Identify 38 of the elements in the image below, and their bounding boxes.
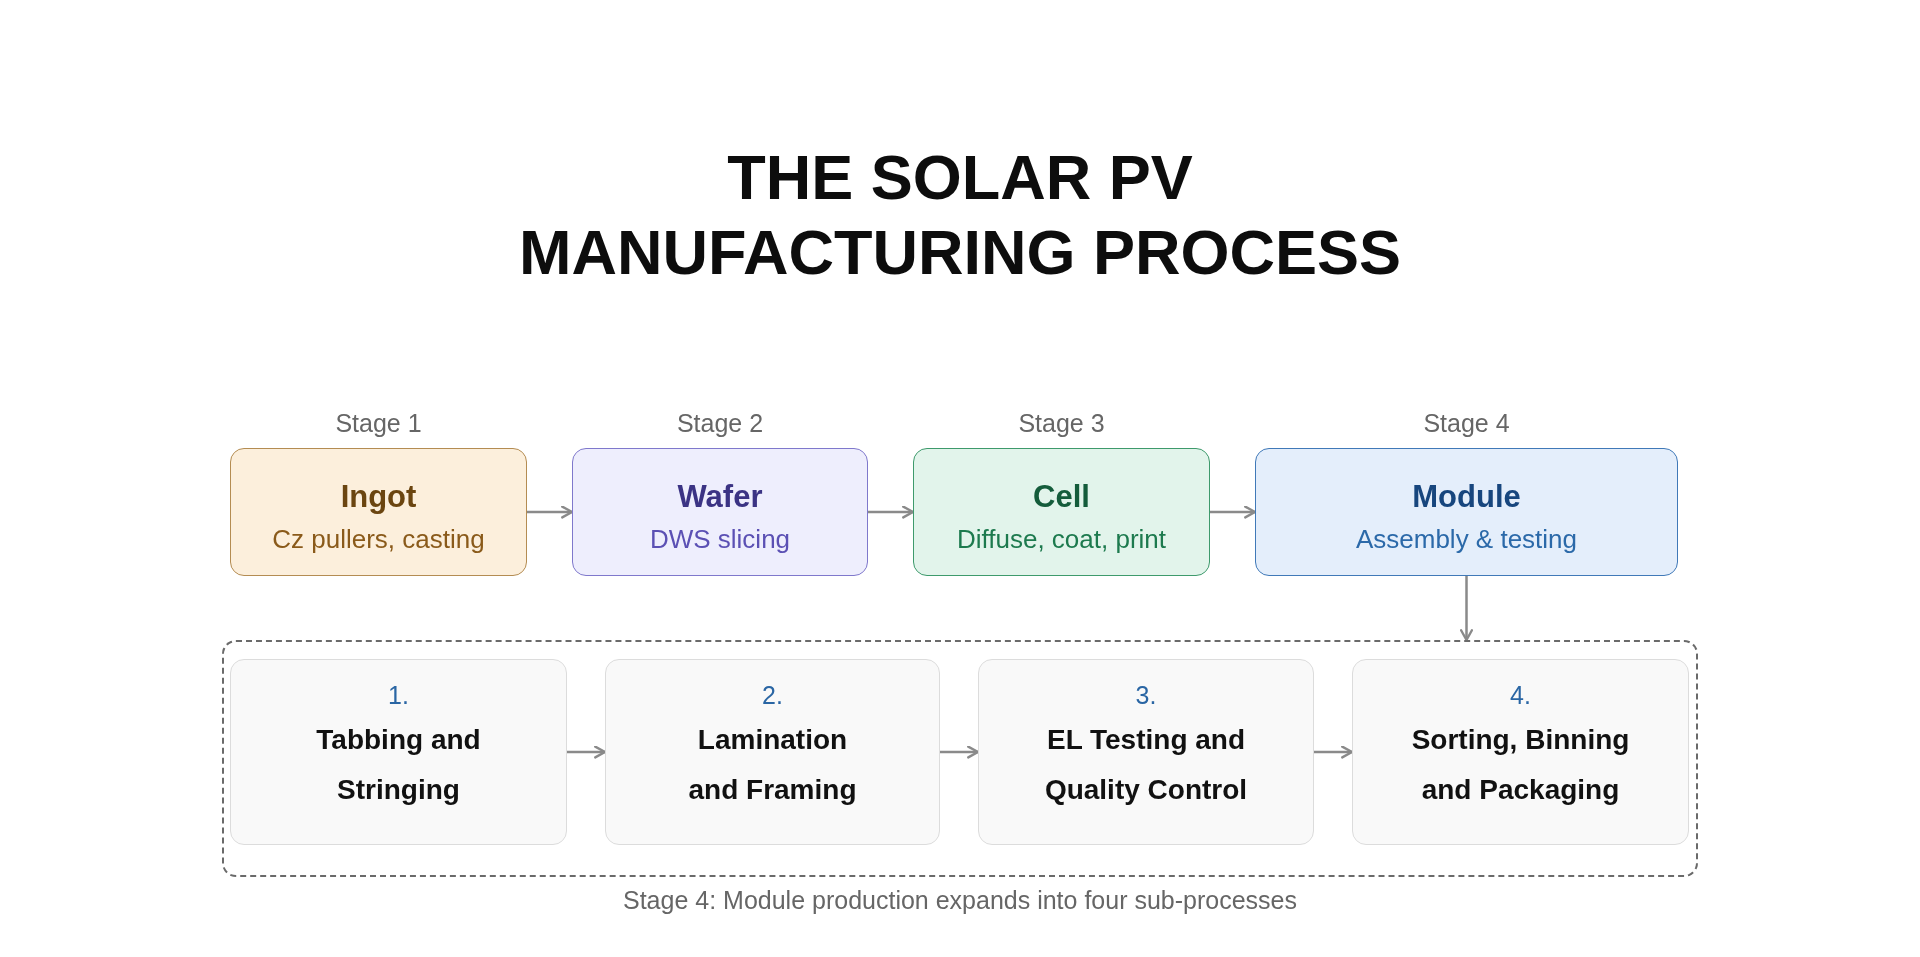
step-title: EL Testing and Quality Control (1043, 723, 1249, 807)
stage-label: Stage 2 (676, 408, 764, 438)
arrow (1314, 745, 1354, 759)
stage-box (230, 448, 527, 576)
group-caption: Stage 4: Module production expands into four sub-processes (623, 885, 1297, 915)
stage-box (572, 448, 868, 576)
arrow (527, 505, 574, 519)
stage-name: Wafer (677, 478, 763, 516)
diagram-title: THE SOLAR PV MANUFACTURING PROCESS (518, 141, 1402, 289)
arrow (1459, 576, 1474, 642)
step-box (605, 659, 940, 845)
step-box (230, 659, 567, 845)
arrow (567, 745, 607, 759)
step-number: 4. (1510, 680, 1531, 711)
stage-box (1255, 448, 1678, 576)
stage-label: Stage 1 (335, 408, 422, 438)
stage-description: DWS slicing (649, 523, 791, 556)
stage-description: Assembly & testing (1355, 523, 1578, 556)
step-number: 1. (388, 680, 409, 711)
stage-label: Stage 3 (1018, 408, 1105, 438)
stage-name: Module (1412, 478, 1521, 516)
step-number: 3. (1135, 680, 1157, 711)
stage-name: Ingot (340, 478, 417, 516)
step-box (1352, 659, 1689, 845)
stage-box (913, 448, 1210, 576)
arrow (1210, 505, 1257, 519)
stage-description: Diffuse, coat, print (956, 523, 1167, 556)
step-title: Lamination and Framing (687, 723, 858, 807)
stage-description: Cz pullers, casting (272, 523, 485, 556)
arrow (940, 745, 980, 759)
step-number: 2. (762, 680, 783, 711)
step-box (978, 659, 1314, 845)
dashed-group-frame (222, 640, 1698, 877)
stage-name: Cell (1033, 478, 1090, 516)
stage-label: Stage 4 (1423, 408, 1510, 438)
arrow (868, 505, 915, 519)
step-title: Tabbing and Stringing (315, 723, 482, 807)
step-title: Sorting, Binning and Packaging (1410, 723, 1631, 807)
